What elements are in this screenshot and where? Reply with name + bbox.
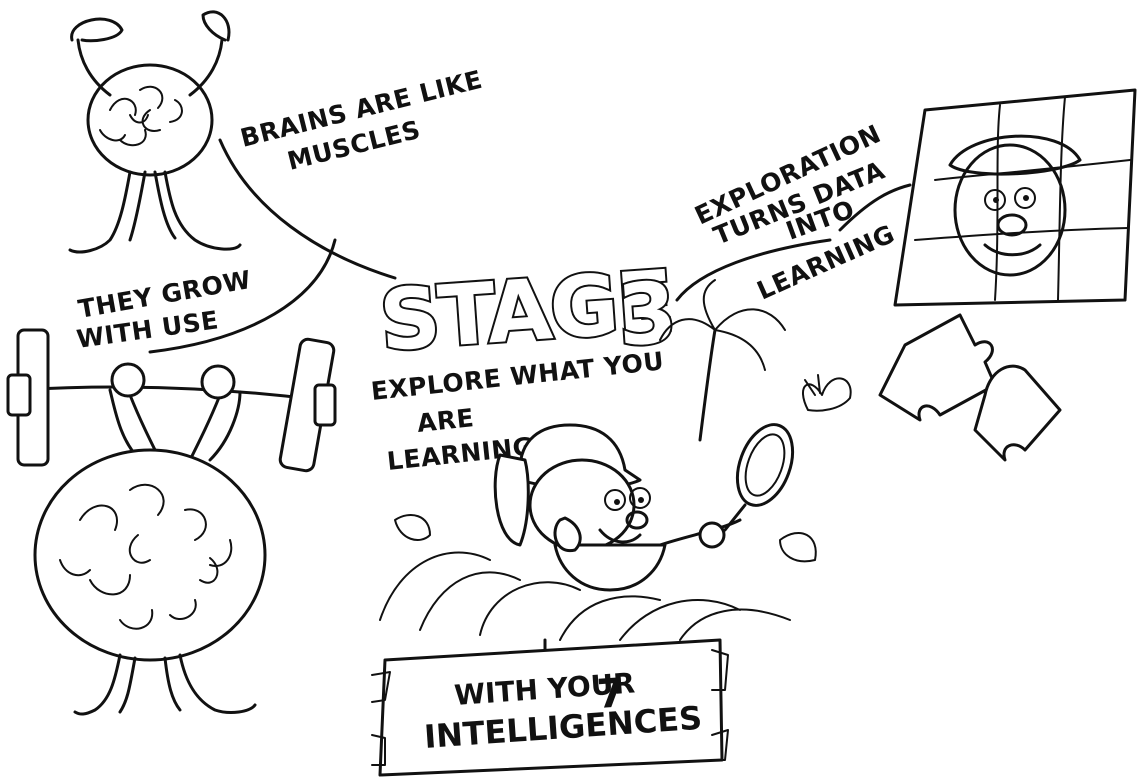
butterfly-icon: [802, 374, 852, 412]
sign-number: 7: [595, 670, 626, 718]
stage-title: STAGE 3: [375, 250, 680, 372]
flexing-brain-icon: [68, 10, 242, 254]
intelligences-sign: WITH YOUR 7 INTELLIGENCES: [371, 638, 729, 777]
jigsaw-face-icon: [893, 88, 1137, 307]
stage-number: 3: [615, 263, 678, 365]
weightlifting-brain-icon: [6, 328, 337, 716]
puzzle-pieces-icon: [878, 313, 1062, 462]
stage-word: STAGE: [377, 252, 676, 370]
connector-lines: [148, 138, 912, 354]
jungle-plants-icon: [379, 279, 817, 641]
explorer-with-magnifier-icon: [493, 423, 795, 592]
explore-label-line2: ARE: [416, 403, 476, 438]
